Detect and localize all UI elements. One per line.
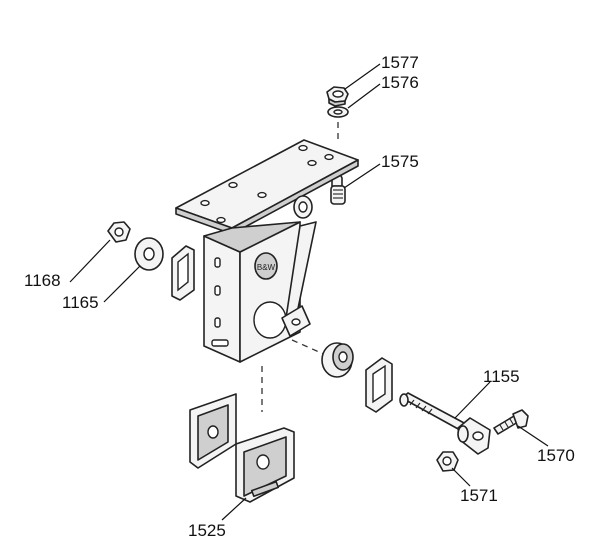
nut-1571	[436, 451, 459, 472]
callout-1168: 1168	[24, 271, 61, 290]
spacer-block-left	[171, 245, 195, 301]
callout-1575: 1575	[381, 152, 419, 171]
callout-1525: 1525	[188, 521, 226, 540]
callout-1155: 1155	[483, 367, 520, 386]
callout-1577: 1577	[381, 53, 419, 72]
svg-text:B&W: B&W	[257, 263, 276, 272]
bushing	[321, 342, 354, 378]
callout-1571: 1571	[460, 486, 498, 505]
spacer-block-right	[365, 357, 393, 413]
washer-1165	[134, 237, 164, 271]
mounting-bracket: B&W	[175, 139, 359, 363]
pad-1525-rear	[189, 393, 237, 469]
washer-1576	[327, 106, 349, 118]
clevis-pin-1155	[399, 392, 491, 455]
nut-1577	[326, 86, 349, 107]
nut-1168	[107, 221, 131, 243]
pad-1525-front	[235, 427, 295, 503]
callout-1570: 1570	[537, 446, 575, 465]
callout-1165: 1165	[62, 293, 99, 312]
bolt-1570	[493, 409, 529, 435]
callout-1576: 1576	[381, 73, 419, 92]
